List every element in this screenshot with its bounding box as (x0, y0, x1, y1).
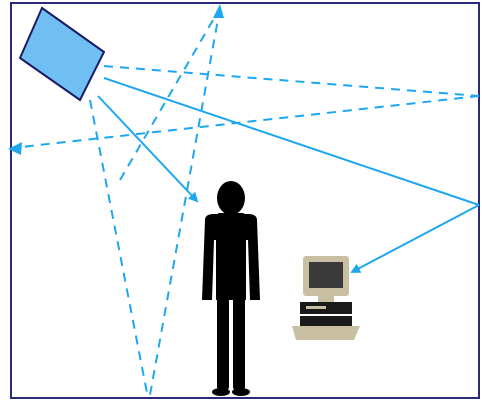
dashed-ray-right-return (12, 96, 479, 148)
monitor-stand (318, 296, 334, 302)
keyboard (292, 326, 360, 340)
projector-icon (20, 8, 104, 100)
keyboard-keys (300, 316, 352, 326)
arrowhead-top (213, 4, 224, 18)
solid-rays (98, 78, 479, 272)
dashed-ray-down (90, 100, 148, 398)
dashed-ray-up-right (150, 8, 220, 395)
dashed-ray-right (104, 66, 479, 96)
computer-icon (292, 256, 360, 340)
system-unit-slot (306, 306, 326, 309)
monitor-screen (309, 262, 343, 288)
person-icon (202, 181, 260, 396)
solid-ray-to-person (98, 96, 197, 201)
solid-ray-to-wall (104, 78, 479, 205)
solid-ray-to-computer (352, 205, 479, 272)
